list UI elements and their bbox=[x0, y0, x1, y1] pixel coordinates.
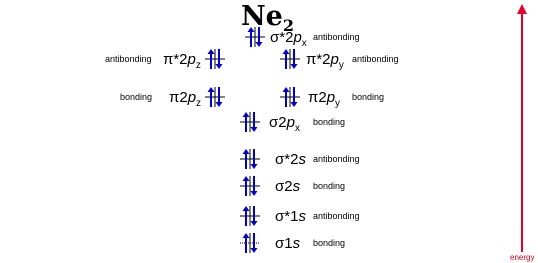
spin-up-arrow-icon bbox=[242, 149, 250, 169]
orbital-sigma-star-1s: σ*1s antibonding bbox=[240, 206, 360, 226]
orbitals: σ*2px antibonding π*2pz antibonding π*2py ant… bbox=[105, 27, 399, 253]
spin-down-arrow-icon bbox=[250, 176, 258, 196]
orbital-label: σ2s bbox=[275, 178, 301, 195]
energy-axis-label: energy bbox=[510, 253, 534, 262]
orbital-label: π*2py bbox=[306, 51, 344, 71]
spin-down-arrow-icon bbox=[250, 149, 258, 169]
spin-up-arrow-icon bbox=[242, 233, 250, 253]
orbital-type-label: bonding bbox=[120, 92, 152, 102]
orbital-label: π2py bbox=[308, 89, 340, 109]
orbital-type-label: bonding bbox=[313, 181, 345, 191]
orbital-type-label: antibonding bbox=[313, 154, 360, 164]
orbital-pi-star-2pz: π*2pz antibonding bbox=[105, 49, 225, 71]
orbital-type-label: antibonding bbox=[313, 211, 360, 221]
orbital-type-label: bonding bbox=[313, 117, 345, 127]
spin-down-arrow-icon bbox=[250, 112, 258, 132]
orbital-sigma-star-2s: σ*2s antibonding bbox=[240, 149, 360, 169]
orbital-label: π2pz bbox=[169, 89, 201, 109]
spin-up-arrow-icon bbox=[207, 87, 215, 107]
orbital-label: σ*2s bbox=[275, 151, 306, 168]
energy-axis: energy bbox=[510, 4, 534, 262]
orbital-sigma-2s: σ2s bonding bbox=[240, 176, 345, 196]
orbital-pi-2py: π2py bonding bbox=[280, 87, 384, 109]
orbital-type-label: bonding bbox=[313, 238, 345, 248]
orbital-label: σ*1s bbox=[275, 208, 306, 225]
spin-down-arrow-icon bbox=[250, 233, 258, 253]
orbital-label: π*2pz bbox=[163, 51, 201, 71]
orbital-sigma-2px: σ2px bonding bbox=[240, 112, 345, 134]
orbital-type-label: antibonding bbox=[313, 32, 360, 42]
orbital-sigma-star-2px: σ*2px antibonding bbox=[245, 27, 360, 49]
spin-down-arrow-icon bbox=[290, 87, 298, 107]
spin-up-arrow-icon bbox=[282, 49, 290, 69]
orbital-type-label: bonding bbox=[352, 92, 384, 102]
spin-down-arrow-icon bbox=[215, 87, 223, 107]
orbital-type-label: antibonding bbox=[352, 54, 399, 64]
spin-down-arrow-icon bbox=[255, 27, 263, 47]
orbital-label: σ2px bbox=[269, 114, 300, 134]
spin-down-arrow-icon bbox=[290, 49, 298, 69]
spin-down-arrow-icon bbox=[215, 49, 223, 69]
spin-up-arrow-icon bbox=[242, 206, 250, 226]
orbital-label: σ1s bbox=[275, 235, 301, 252]
spin-up-arrow-icon bbox=[242, 176, 250, 196]
orbital-type-label: antibonding bbox=[105, 54, 152, 64]
spin-up-arrow-icon bbox=[247, 27, 255, 47]
molecule-title: Ne2 bbox=[241, 1, 294, 35]
spin-up-arrow-icon bbox=[242, 112, 250, 132]
spin-up-arrow-icon bbox=[207, 49, 215, 69]
orbital-pi-2pz: π2pz bonding bbox=[120, 87, 225, 109]
orbital-label: σ*2px bbox=[270, 29, 307, 49]
spin-down-arrow-icon bbox=[250, 206, 258, 226]
spin-up-arrow-icon bbox=[282, 87, 290, 107]
orbital-sigma-1s: σ1s bonding bbox=[240, 233, 345, 253]
orbital-pi-star-2py: π*2py antibonding bbox=[280, 49, 399, 71]
